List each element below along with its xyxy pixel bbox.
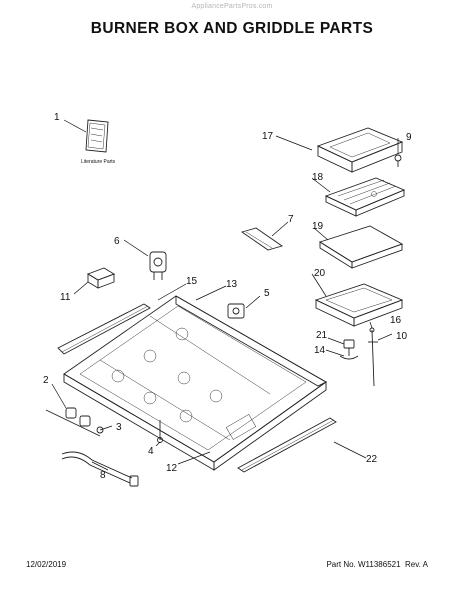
callout-17: 17 — [262, 131, 274, 142]
leader-lines — [51, 119, 399, 471]
griddle-plate — [318, 225, 404, 269]
watermark: AppliancePartsPros.com — [191, 3, 273, 10]
footer-part-number: Part No. W11386521 — [326, 560, 401, 569]
page-title: BURNER BOX AND GRIDDLE PARTS — [90, 20, 374, 37]
burner-box — [63, 295, 327, 471]
electrode-part — [339, 339, 359, 360]
literature-label: Literature Parts — [81, 159, 116, 165]
bracket-part — [240, 227, 284, 251]
callout-12: 12 — [166, 463, 178, 474]
gas-manifold-pipe — [61, 451, 139, 487]
bracket-clip — [86, 267, 116, 289]
callout-6: 6 — [114, 236, 120, 247]
side-rail — [57, 303, 151, 355]
callout-22: 22 — [366, 454, 378, 465]
spark-switch — [157, 420, 163, 443]
igniter-rod — [368, 327, 378, 387]
callout-16: 16 — [390, 315, 402, 326]
callout-21: 21 — [316, 330, 328, 341]
trim-strip — [237, 417, 337, 473]
burner-valve-assembly — [45, 407, 101, 437]
callout-18: 18 — [312, 172, 324, 183]
callout-1: 1 — [54, 112, 60, 123]
griddle-frame — [324, 177, 406, 217]
callout-2: 2 — [43, 375, 49, 386]
callout-8: 8 — [100, 470, 106, 481]
callout-9: 9 — [406, 132, 412, 143]
callout-20: 20 — [314, 268, 326, 279]
callout-13: 13 — [226, 279, 238, 290]
callout-19: 19 — [312, 221, 324, 232]
callout-14: 14 — [314, 345, 326, 356]
callout-4: 4 — [148, 446, 154, 457]
footer-revision: Rev. A — [405, 560, 428, 569]
callout-3: 3 — [116, 422, 122, 433]
screw-part — [394, 154, 402, 167]
orifice-part — [96, 426, 104, 434]
burner-heads — [111, 327, 257, 440]
callout-10: 10 — [396, 331, 408, 342]
footer-date: 12/02/2019 — [26, 560, 67, 569]
griddle-cover — [316, 127, 404, 173]
small-valve-part — [227, 303, 245, 319]
callout-11: 11 — [60, 292, 71, 303]
footer-part-info: Part No. W11386521 Rev. A — [326, 560, 428, 569]
callout-5: 5 — [264, 288, 270, 299]
gas-valve — [149, 251, 167, 280]
callout-labels: 1 2 3 4 5 6 7 8 9 10 11 12 13 14 15 16 1… — [43, 112, 412, 481]
callout-7: 7 — [288, 214, 294, 225]
griddle-pan-frame — [314, 283, 404, 327]
literature-parts: Literature Parts — [81, 119, 116, 165]
callout-15: 15 — [186, 276, 198, 287]
